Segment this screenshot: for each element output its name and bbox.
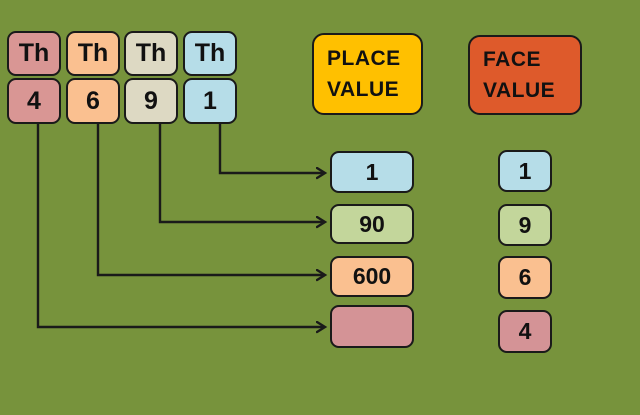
column2-header-box: Th xyxy=(66,31,120,76)
place-value-title: PLACE VALUE xyxy=(312,33,423,115)
face-value-title: FACE VALUE xyxy=(468,35,582,115)
column3-header-box: Th xyxy=(124,31,178,76)
place-value-box-90: 90 xyxy=(330,204,414,244)
face-value-box-1: 1 xyxy=(498,150,552,192)
column4-header-box: Th xyxy=(183,31,237,76)
column1-header-box: Th xyxy=(7,31,61,76)
arrow-digit9-to-placevalue90 xyxy=(158,124,325,222)
place-value-box-blank xyxy=(330,305,414,348)
arrow-digit4-to-placevalue-blank xyxy=(36,124,325,327)
arrow-digit6-to-placevalue600 xyxy=(96,124,325,275)
face-value-box-6: 6 xyxy=(498,256,552,299)
digit-box-4: 4 xyxy=(7,78,61,124)
place-value-box-600: 600 xyxy=(330,256,414,297)
face-value-box-4: 4 xyxy=(498,310,552,353)
digit-box-6: 6 xyxy=(66,78,120,124)
digit-box-1: 1 xyxy=(183,78,237,124)
arrow-digit1-to-placevalue1 xyxy=(218,124,325,173)
digit-box-9: 9 xyxy=(124,78,178,124)
face-value-box-9: 9 xyxy=(498,204,552,246)
place-value-box-1: 1 xyxy=(330,151,414,193)
